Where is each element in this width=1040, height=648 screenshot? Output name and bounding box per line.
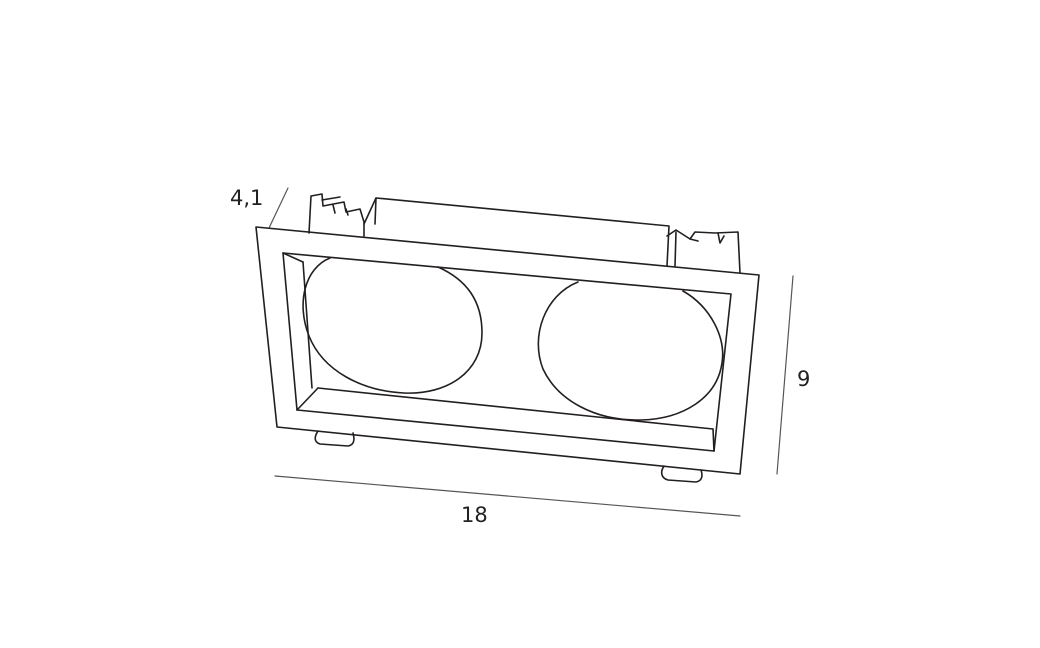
width-label: 18 (461, 503, 488, 527)
inner-frame (282, 252, 732, 452)
outer-frame (255, 226, 760, 475)
inner-bevel (282, 252, 715, 452)
rear-housing (308, 193, 741, 274)
height-dimension-line (776, 275, 794, 475)
right-lamp-module (537, 281, 724, 421)
depth-dimension-line (268, 187, 289, 229)
height-label: 9 (797, 367, 811, 391)
left-lamp-module (302, 257, 483, 394)
depth-label: 4,1 (230, 186, 264, 210)
mounting-feet (314, 430, 703, 483)
width-dimension-line (274, 475, 741, 517)
